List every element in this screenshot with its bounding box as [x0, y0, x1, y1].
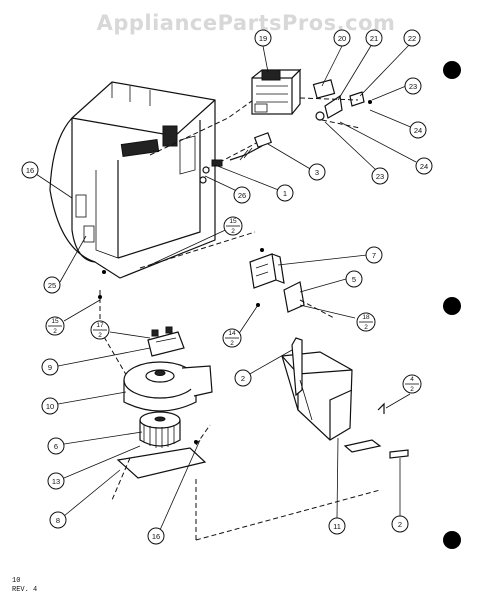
- callout-label-13: 13: [52, 477, 60, 486]
- fraction-callout: 15 2: [223, 216, 243, 236]
- callout-label-26: 26: [238, 191, 246, 200]
- callout-bubble: 21: [365, 29, 383, 47]
- fraction-denominator: 2: [98, 332, 102, 339]
- watermark-text: AppliancePartsPros.com: [97, 11, 396, 35]
- callout-label-10: 10: [46, 402, 54, 411]
- callout-bubble: 23: [404, 77, 422, 95]
- fraction-numerator: 17: [96, 322, 104, 329]
- fraction-numerator: 18: [362, 314, 370, 321]
- callout-bubble: 11: [328, 517, 346, 535]
- callout-bubble: 5: [345, 270, 363, 288]
- callout-bubble: 25: [43, 276, 61, 294]
- callout-label-8: 8: [56, 516, 60, 525]
- leader-lines: [32, 43, 417, 531]
- callout-bubble: 2: [234, 369, 252, 387]
- callout-bubble: 24: [415, 157, 433, 175]
- blower-motor: [147, 326, 185, 357]
- callout-label-21: 21: [370, 34, 378, 43]
- callout-label-25: 25: [48, 281, 56, 290]
- callout-bubble: 1: [276, 184, 294, 202]
- callout-bubble: 7: [365, 246, 383, 264]
- callout-label-24: 24: [420, 162, 428, 171]
- fraction-denominator: 2: [410, 386, 414, 393]
- callout-label-3: 3: [315, 168, 319, 177]
- callout-bubble: 3: [308, 163, 326, 181]
- callout-label-16: 16: [152, 532, 160, 541]
- fraction-denominator: 2: [231, 228, 235, 235]
- callout-bubble: 16: [21, 161, 39, 179]
- bracket-2b: [389, 449, 409, 459]
- binder-hole: [443, 531, 461, 549]
- binder-hole: [443, 297, 461, 315]
- callout-label-20: 20: [338, 34, 346, 43]
- callout-label-23: 23: [409, 82, 417, 91]
- callout-bubble: 16: [147, 527, 165, 545]
- callout-bubble: 13: [47, 472, 65, 490]
- callout-label-16: 16: [26, 166, 34, 175]
- fan-housing: [123, 361, 213, 412]
- assembly-line: [149, 97, 257, 156]
- air-guide: [281, 337, 382, 453]
- switch-assembly: [299, 79, 372, 129]
- callout-bubble: 6: [47, 437, 65, 455]
- page-number: 10: [12, 577, 20, 585]
- callout-label-2: 2: [398, 520, 402, 529]
- callout-label-1: 1: [283, 189, 287, 198]
- callout-label-9: 9: [48, 363, 52, 372]
- control-module: [249, 248, 335, 319]
- assembly-line: [139, 231, 256, 269]
- callout-bubble: 26: [233, 186, 251, 204]
- fraction-denominator: 2: [230, 340, 234, 347]
- callout-label-23: 23: [376, 172, 384, 181]
- callout-bubble: 20: [333, 29, 351, 47]
- fraction-numerator: 15: [229, 218, 237, 225]
- fraction-numerator: 14: [228, 330, 236, 337]
- callout-label-7: 7: [372, 251, 376, 260]
- callout-bubble: 22: [403, 29, 421, 47]
- fraction-numerator: 4: [410, 376, 414, 383]
- fraction-callout: 17 2: [90, 320, 110, 340]
- callout-bubble: 9: [41, 358, 59, 376]
- oven-chassis: [49, 81, 216, 299]
- callout-bubble: 23: [371, 167, 389, 185]
- revision-label: REV. 4: [12, 586, 37, 594]
- callout-label-2: 2: [241, 374, 245, 383]
- fraction-denominator: 2: [364, 324, 368, 331]
- magnetron: [251, 68, 302, 115]
- callout-bubble: 24: [409, 121, 427, 139]
- assembly-line: [195, 478, 381, 541]
- callout-label-24: 24: [414, 126, 422, 135]
- assembly-line: [111, 424, 211, 501]
- fraction-numerator: 15: [51, 318, 59, 325]
- fraction-callout: 18 2: [356, 312, 376, 332]
- binder-hole: [443, 61, 461, 79]
- callout-label-11: 11: [333, 522, 341, 531]
- fraction-callout: 14 2: [222, 328, 242, 348]
- fraction-callout: 15 2: [45, 316, 65, 336]
- callout-label-19: 19: [259, 34, 267, 43]
- callout-label-22: 22: [408, 34, 416, 43]
- callout-bubble: 2: [391, 515, 409, 533]
- bracket-4: [377, 402, 385, 414]
- callout-bubble: 10: [41, 397, 59, 415]
- callout-label-6: 6: [54, 442, 58, 451]
- fraction-denominator: 2: [53, 328, 57, 335]
- callout-label-5: 5: [352, 275, 356, 284]
- callout-bubble: 19: [254, 29, 272, 47]
- callout-bubble: 8: [49, 511, 67, 529]
- blower-wheel: [139, 411, 181, 448]
- fraction-callout: 4 2: [402, 374, 422, 394]
